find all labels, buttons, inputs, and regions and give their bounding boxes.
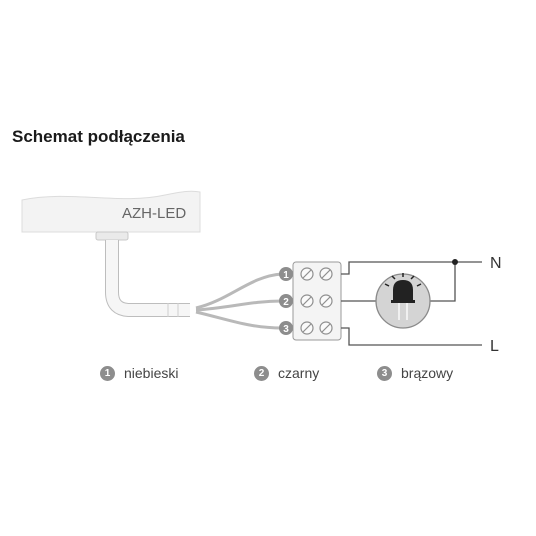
legend-badge: 3 [377,365,392,381]
terminal-badge-1: 1 [279,267,293,281]
terminal-badge-3: 3 [279,321,293,335]
cable [105,240,190,317]
legend-label: niebieski [124,365,179,381]
svg-text:2: 2 [283,297,289,308]
live-label: L [490,338,499,355]
svg-text:3: 3 [283,324,289,335]
legend-label: brązowy [401,365,454,381]
lamp-icon [375,273,431,329]
circuit-wires [341,261,482,346]
legend-badge: 2 [254,365,269,381]
legend-item-3: 3 brązowy [377,365,453,381]
cable-gland [95,231,129,241]
cable-wires [195,272,283,330]
legend-label: czarny [278,365,320,381]
neutral-label: N [490,255,502,272]
neutral-junction [452,259,458,265]
terminal-badge-2: 2 [279,294,293,308]
legend-item-1: 1 niebieski [100,365,178,381]
device-label: AZH-LED [122,205,186,222]
legend-item-2: 2 czarny [254,365,319,381]
legend-badge: 1 [100,365,115,381]
svg-text:1: 1 [283,270,289,281]
terminal-block [292,261,342,341]
device-body [21,190,201,233]
diagram-title: Schemat podłączenia [12,127,185,146]
